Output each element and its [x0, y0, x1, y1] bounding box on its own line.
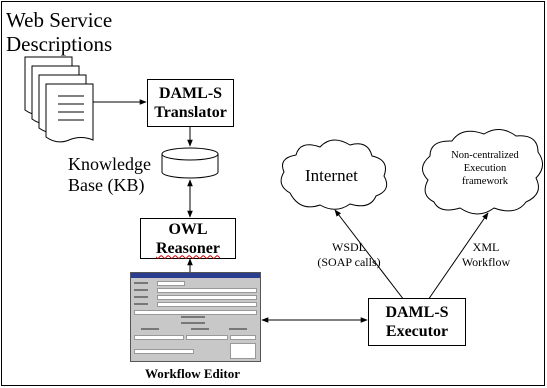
title-line-1: Web Service [6, 8, 113, 32]
edge-executor-noncentral [427, 212, 489, 301]
documents-stack-icon [24, 56, 94, 143]
translator-line-2: Translator [154, 104, 227, 121]
xml-label-line-1: XML [472, 240, 500, 254]
workflow-editor-label: Workflow Editor [145, 366, 240, 381]
internet-cloud-icon [280, 139, 388, 210]
kb-label-line-1: Knowledge [68, 154, 151, 174]
reasoner-line-1: OWL [168, 220, 208, 238]
kb-label-line-2: Base (KB) [68, 175, 145, 195]
noncentral-line-1: Non-centralized [451, 150, 519, 161]
title-line-2: Descriptions [6, 32, 113, 56]
executor-line-1: DAML-S [385, 304, 449, 321]
executor-node: DAML-S Executor [368, 298, 466, 346]
kb-cylinder-icon [161, 147, 219, 179]
reasoner-line-2: Reasoner [156, 239, 220, 257]
translator-line-1: DAML-S [158, 85, 223, 102]
reasoner-node: OWL Reasoner [140, 218, 236, 259]
wsdl-label-line-2: (SOAP calls) [317, 255, 381, 269]
wsdl-label-line-1: WSDL [332, 240, 366, 254]
thumbnail-titlebar [131, 273, 260, 278]
noncentral-line-2: Execution [463, 163, 507, 174]
xml-label-line-2: Workflow [461, 255, 511, 269]
executor-line-2: Executor [385, 323, 449, 340]
noncentral-line-3: framework [461, 176, 509, 187]
noncentral-cloud-icon [422, 129, 543, 215]
edge-executor-internet [334, 209, 405, 301]
internet-label: Internet [305, 166, 358, 185]
workflow-editor-thumbnail [130, 272, 261, 362]
translator-node: DAML-S Translator [147, 79, 234, 127]
